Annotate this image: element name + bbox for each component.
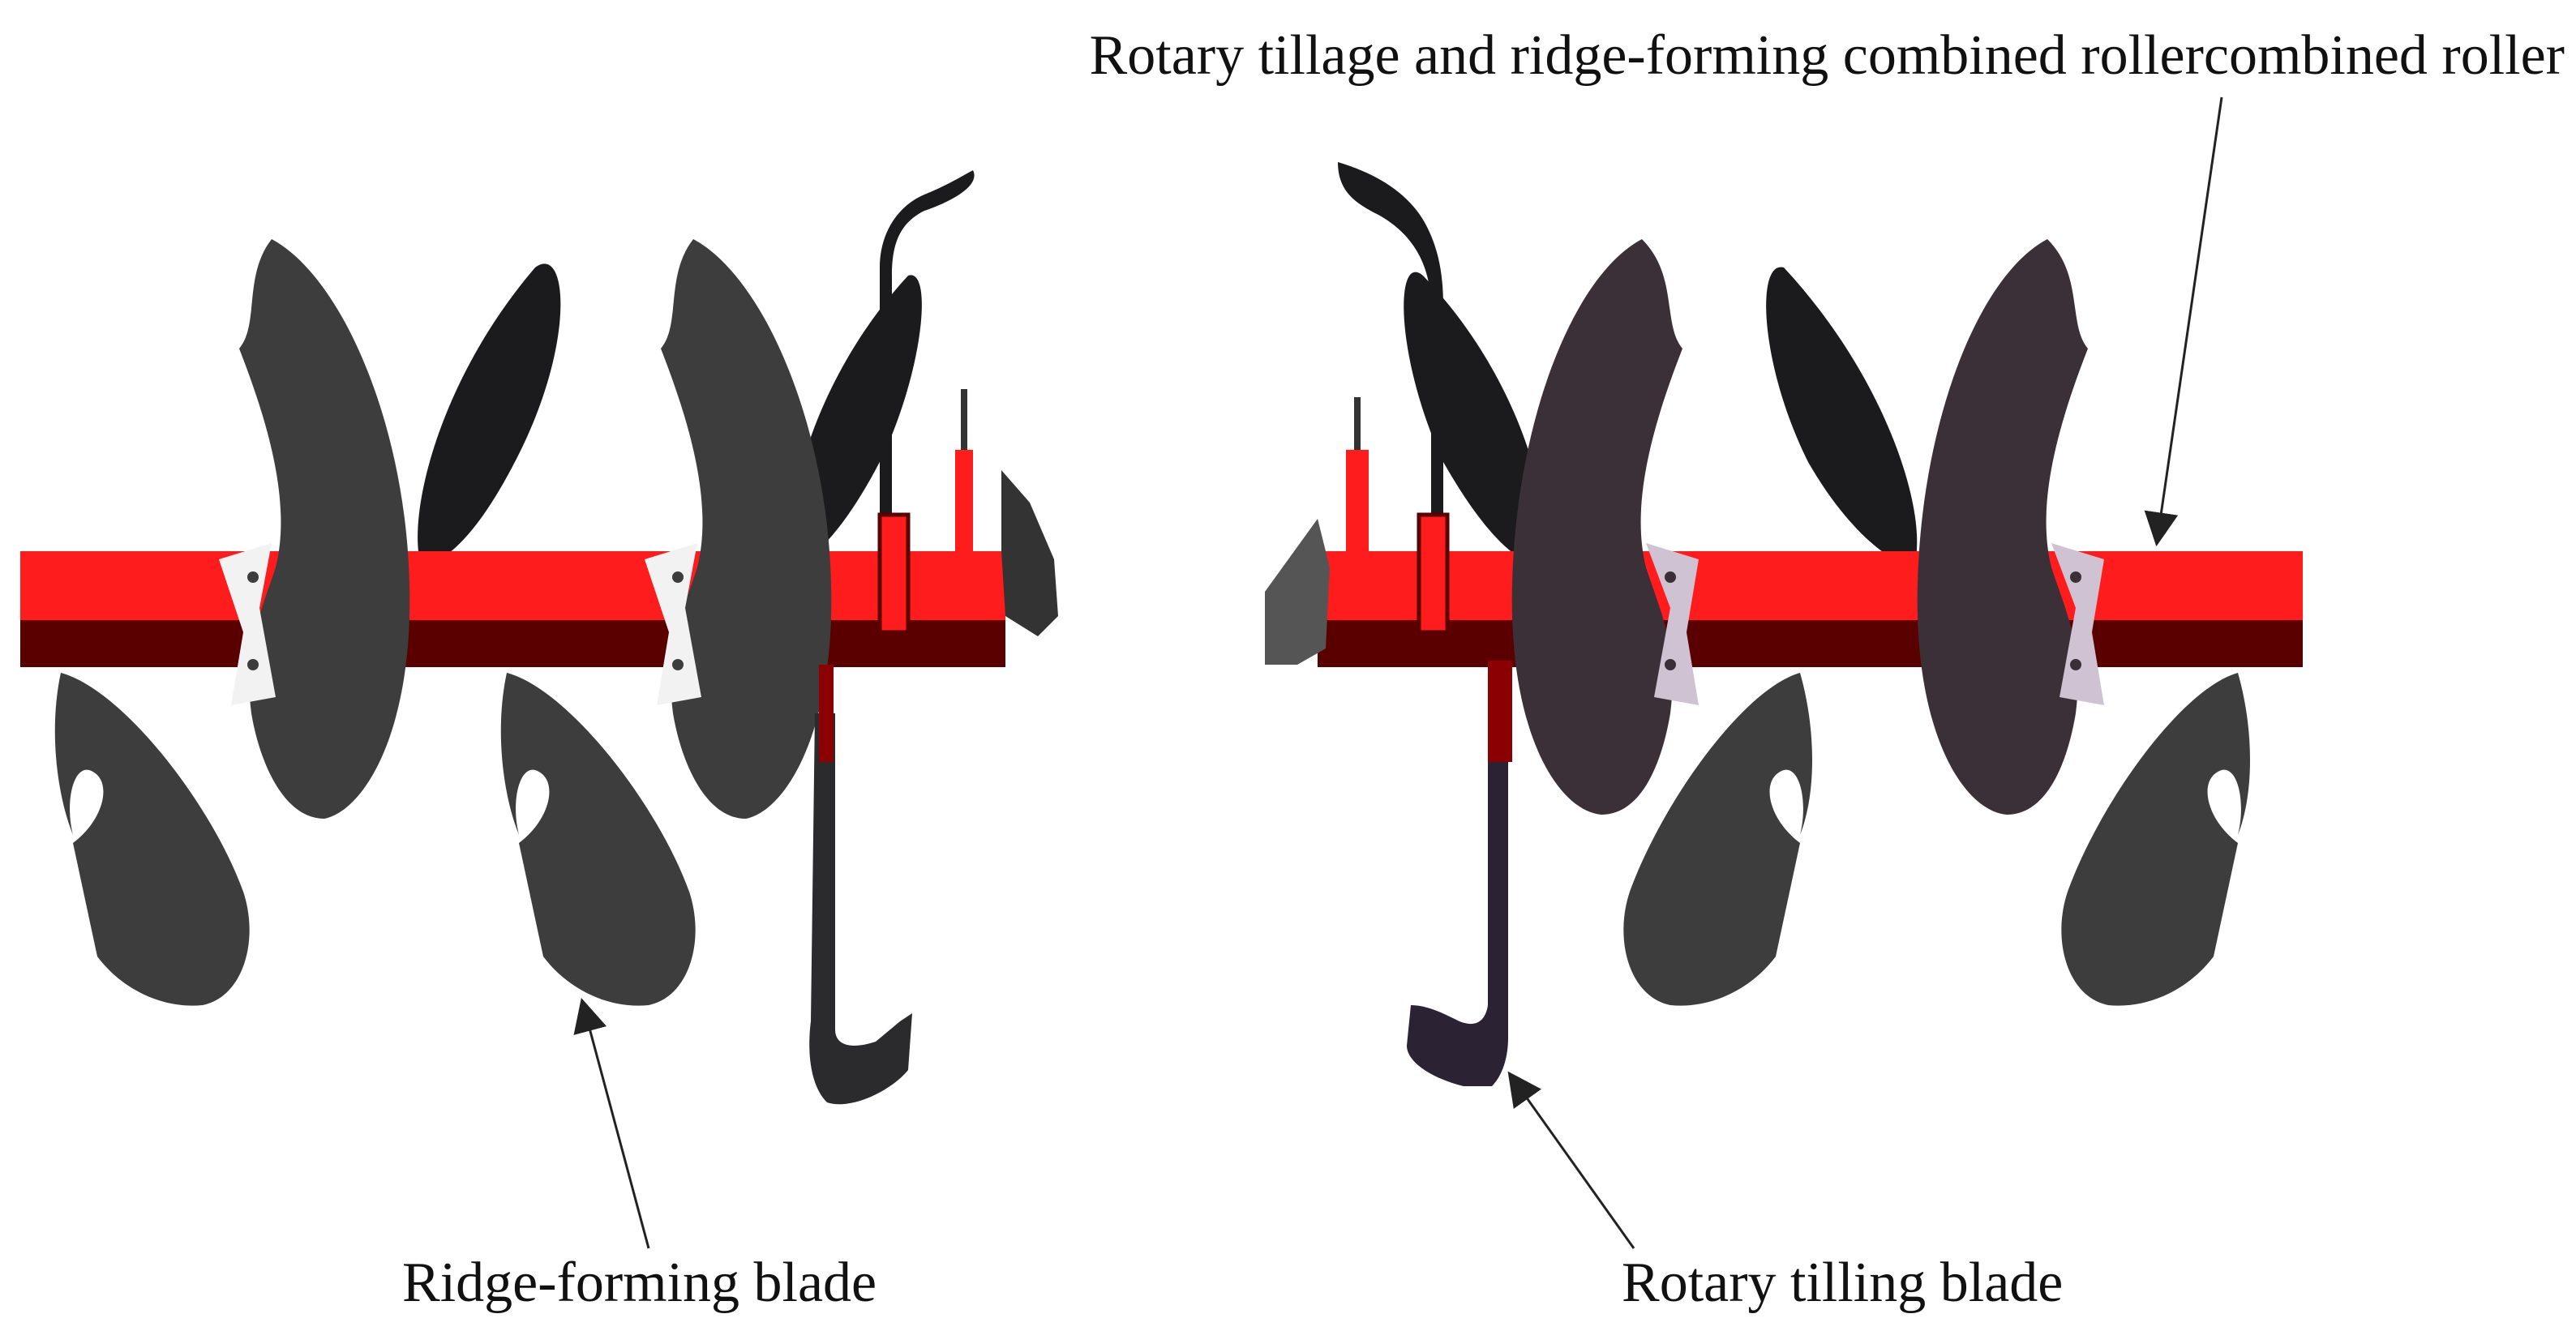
rotary-tilling-blade-left-lower [809, 713, 912, 1105]
flange-bolt-hole [2070, 659, 2081, 670]
shaft-left-shadow [20, 620, 1005, 667]
left-roller-assembly [20, 170, 1058, 1105]
label-ridge-forming-blade: Ridge-forming blade [402, 1252, 877, 1314]
bracket-right [1417, 512, 1450, 635]
bracket-left [877, 512, 911, 635]
ridge-forming-blade-right-1 [1623, 673, 1812, 1006]
right-roller-assembly [1265, 162, 2303, 1086]
label-rotary-tilling-blade: Rotary tilling blade [1622, 1252, 2064, 1314]
flange-bolt-hole [247, 659, 259, 670]
flange-bolt-hole [672, 659, 684, 670]
post-left-base [955, 450, 973, 555]
hub-right [1488, 661, 1512, 762]
flange-bolt-hole [1665, 659, 1676, 670]
shaft-right [1318, 551, 2303, 624]
shaft-right-shadow [1318, 620, 2303, 667]
post-right-base [1346, 450, 1369, 551]
flange-bolt-hole [672, 571, 684, 583]
ridge-forming-disc-right-1 [1511, 239, 1682, 815]
leader-line-rotary-tilling-blade [1507, 1071, 1635, 1249]
post-right [1354, 397, 1361, 454]
leader-line-combined-roller [2144, 96, 2223, 547]
rotary-tilling-blade-right-side [1265, 519, 1330, 665]
hub-left [819, 665, 834, 762]
ridge-forming-blade-right-2 [2061, 673, 2250, 1006]
shaft-left [20, 551, 1005, 624]
blade-flange-left-2 [645, 543, 701, 705]
flange-bolt-hole [1665, 571, 1676, 583]
label-combined-roller: Rotary tillage and ridge-forming combine… [1089, 24, 2565, 87]
ridge-forming-disc-left-2 [661, 239, 832, 819]
post-left [961, 389, 967, 454]
blade-flange-right-1 [1646, 543, 1699, 705]
rotary-tilling-blade-left-side [1001, 470, 1058, 636]
ridge-forming-blade-left-2 [500, 673, 696, 1006]
blade-flange-left-1 [219, 543, 276, 705]
ridge-blade-back-left-1 [418, 263, 561, 567]
blade-flange-right-2 [2051, 543, 2104, 705]
leader-line-ridge-forming-blade [573, 997, 650, 1249]
ridge-blade-back-right-2 [1766, 267, 1918, 567]
ridge-forming-blade-left-1 [54, 673, 250, 1006]
rotary-tilling-blade-right-lower [1407, 754, 1508, 1086]
flange-bolt-hole [247, 571, 259, 583]
ridge-forming-disc-right-2 [1917, 239, 2088, 815]
ridge-forming-disc-left-1 [239, 239, 410, 819]
flange-bolt-hole [2070, 571, 2081, 583]
